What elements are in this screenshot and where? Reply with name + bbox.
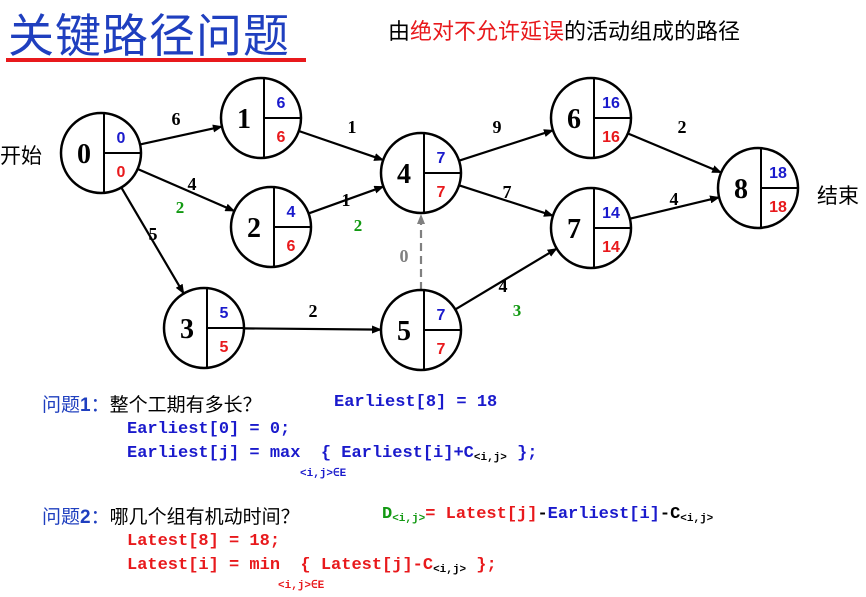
node-circle — [162, 286, 246, 370]
node-earliest: 7 — [437, 150, 446, 167]
edge-weight-4-7: 7 — [503, 182, 512, 202]
node-8: 8 18 18 — [716, 146, 800, 230]
page-subtitle: 由绝对不允许延误的活动组成的路径 — [388, 14, 740, 46]
node-id: 1 — [237, 104, 251, 135]
node-latest: 6 — [277, 129, 286, 146]
node-4: 4 7 7 — [379, 131, 463, 215]
node-circle — [716, 146, 800, 230]
node-id: 3 — [180, 314, 194, 345]
node-2: 2 4 6 — [229, 185, 313, 269]
node-circle — [379, 288, 463, 372]
node-latest: 5 — [220, 339, 229, 356]
edge-weight-1-4: 1 — [348, 117, 357, 137]
node-earliest: 4 — [287, 204, 296, 221]
edge-6-8 — [627, 132, 723, 174]
q2-min-subscript: <i,j>∈E — [278, 580, 325, 592]
node-id: 8 — [734, 174, 748, 205]
node-latest: 16 — [602, 129, 620, 146]
q2-label: 问题2： — [42, 506, 110, 528]
node-earliest: 18 — [769, 165, 787, 182]
subtitle-highlight: 绝对不允许延误 — [410, 20, 565, 45]
node-circle — [229, 185, 313, 269]
node-id: 4 — [397, 159, 411, 190]
node-latest: 7 — [437, 341, 446, 358]
node-1: 1 6 6 — [219, 76, 303, 160]
node-id: 5 — [397, 316, 411, 347]
edge-slack-5-7: 3 — [513, 301, 522, 320]
edge-weight-3-5: 2 — [309, 301, 318, 321]
node-5: 5 7 7 — [379, 288, 463, 372]
node-earliest: 5 — [220, 305, 229, 322]
node-earliest: 16 — [602, 95, 620, 112]
node-id: 7 — [567, 214, 581, 245]
page-title: 关键路径问题 — [8, 9, 290, 63]
edge-3-5 — [243, 325, 383, 334]
q2-text: 哪几个组有机动时间？ — [109, 506, 300, 528]
node-id: 6 — [567, 104, 581, 135]
node-circle — [549, 186, 633, 270]
node-7: 7 14 14 — [549, 186, 633, 270]
edge-1-4 — [298, 129, 385, 162]
q1-text: 整个工期有多长？ — [109, 394, 262, 416]
node-id: 2 — [247, 213, 261, 244]
q2-slack-formula: D<i,j>= Latest[j]-Earliest[i]-C<i,j> — [382, 505, 714, 525]
question-1: 问题1：整个工期有多长？ — [42, 390, 262, 417]
q1-line1: Earliest[0] = 0; — [127, 420, 291, 439]
edge-weight-0-1: 6 — [172, 109, 181, 129]
edge-0-3 — [120, 186, 185, 295]
edge-weight-7-8: 4 — [670, 189, 679, 209]
start-label: 开始 — [0, 144, 42, 168]
edge-weight-5-7: 4 — [499, 276, 508, 296]
node-circle — [59, 111, 143, 195]
node-latest: 6 — [287, 238, 296, 255]
node-circle — [219, 76, 303, 160]
subtitle-post: 的活动组成的路径 — [564, 20, 741, 45]
node-earliest: 6 — [277, 95, 286, 112]
node-earliest: 0 — [117, 130, 126, 147]
edge-slack-0-2: 2 — [176, 198, 185, 217]
edge-2-4 — [308, 185, 385, 215]
edge-5-7 — [454, 247, 558, 311]
q1-answer: Earliest[8] = 18 — [334, 393, 498, 412]
node-latest: 18 — [769, 199, 787, 216]
node-circle — [549, 76, 633, 160]
edge-0-1 — [139, 124, 223, 146]
node-latest: 14 — [602, 239, 620, 256]
node-latest: 7 — [437, 184, 446, 201]
edge-weight-0-3: 5 — [149, 224, 158, 244]
end-label: 结束 — [817, 184, 859, 208]
q1-max-subscript: <i,j>∈E — [300, 468, 347, 480]
edge-weight-2-4: 1 — [342, 190, 351, 210]
node-0: 0 0 0 — [59, 111, 143, 195]
edge-weight-0-2: 4 — [188, 174, 197, 194]
title-underline — [6, 58, 306, 62]
q2-line1: Latest[8] = 18; — [127, 532, 281, 551]
q1-label: 问题1： — [42, 394, 110, 416]
edge-4-6 — [458, 129, 554, 162]
edge-weight-4-6: 9 — [493, 117, 502, 137]
edge-0-2 — [137, 167, 236, 213]
edge-7-8 — [629, 195, 721, 220]
node-6: 6 16 16 — [549, 76, 633, 160]
node-earliest: 14 — [602, 205, 620, 222]
node-id: 0 — [77, 139, 91, 170]
q1-line2: Earliest[j] = max { Earliest[i]+C<i,j> }… — [127, 444, 538, 464]
node-latest: 0 — [117, 164, 126, 181]
node-3: 3 5 5 — [162, 286, 246, 370]
node-earliest: 7 — [437, 307, 446, 324]
q2-line2: Latest[i] = min { Latest[j]-C<i,j> }; — [127, 556, 497, 576]
edge-4-7 — [458, 184, 554, 217]
node-circle — [379, 131, 463, 215]
edge-slack-2-4: 2 — [354, 216, 363, 235]
subtitle-pre: 由 — [388, 20, 411, 45]
question-2: 问题2：哪几个组有机动时间？ — [42, 502, 300, 529]
edge-weight-5-4: 0 — [400, 246, 409, 266]
edge-weight-6-8: 2 — [678, 117, 687, 137]
